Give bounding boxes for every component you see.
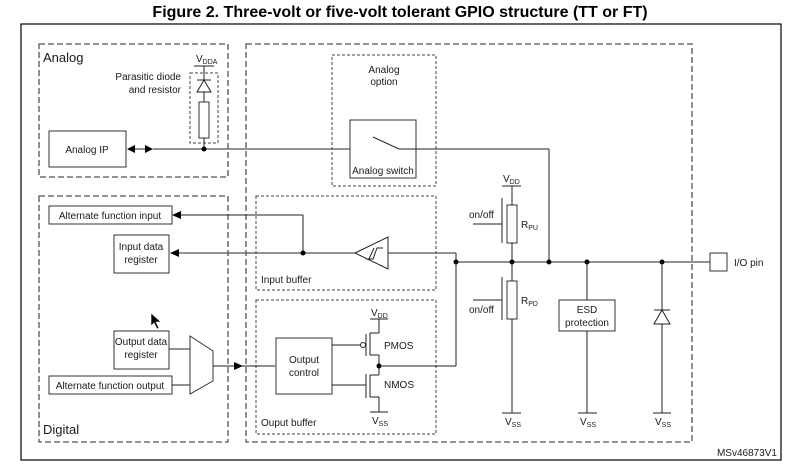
esd-protection-block — [558, 299, 616, 332]
clamp-diode-icon — [653, 308, 671, 325]
input-data-register-block — [113, 234, 170, 274]
output-buffer-region — [255, 299, 437, 435]
vss-label-diode: VSS — [655, 417, 671, 429]
pmos-label: PMOS — [384, 341, 414, 352]
input-buffer-label: Input buffer — [261, 275, 312, 286]
output-control-label-2: control — [289, 368, 319, 379]
vss-label-esd: VSS — [580, 417, 596, 429]
alt-func-output-label: Alternate function output — [56, 381, 165, 392]
analog-option-region — [331, 54, 437, 187]
rpu-label: RPU — [521, 220, 538, 232]
analog-ip-block — [48, 130, 127, 168]
analog-option-label-1: Analog — [368, 65, 399, 76]
alt-func-input-label: Alternate function input — [59, 211, 162, 222]
output-data-register-block — [113, 330, 170, 370]
parasitic-label-1: Parasitic diode — [115, 72, 181, 83]
parasitic-label-2: and resistor — [129, 85, 182, 96]
analog-switch-label: Analog switch — [352, 166, 414, 177]
digital-region-label: Digital — [43, 422, 79, 437]
arrow-left-icon — [127, 145, 135, 153]
on-off-label-pullup: on/off — [469, 210, 494, 221]
digital-region — [38, 195, 229, 443]
esd-label-1: ESD — [577, 305, 598, 316]
analog-option-label-2: option — [370, 77, 397, 88]
pullup-resistor-icon — [506, 204, 518, 244]
vdda-label: VDDA — [196, 54, 218, 66]
rpd-label: RPD — [521, 296, 538, 308]
reference-id: MSv46873V1 — [717, 448, 777, 459]
figure-frame — [20, 23, 782, 461]
analog-region-label: Analog — [43, 50, 83, 65]
multiplexer-icon — [189, 335, 214, 395]
vdd-label-pullup: VDD — [503, 174, 520, 186]
input-buffer-region — [255, 195, 437, 291]
switch-icon — [372, 136, 400, 150]
arrow-right-icon — [234, 362, 243, 370]
parasitic-diode-icon — [196, 79, 212, 93]
vss-label-output: VSS — [372, 416, 388, 428]
output-control-label-1: Output — [289, 355, 319, 366]
arrow-left-icon — [172, 211, 181, 219]
vss-label-pulldown: VSS — [505, 417, 521, 429]
arrow-right-icon — [145, 145, 153, 153]
output-data-register-label-2: register — [124, 350, 158, 361]
nmos-label: NMOS — [384, 380, 414, 391]
parasitic-resistor-icon — [198, 101, 210, 139]
analog-ip-label: Analog IP — [65, 145, 109, 156]
input-data-register-label-1: Input data — [119, 242, 164, 253]
mouse-cursor-icon — [150, 312, 162, 330]
output-control-block — [275, 337, 333, 395]
analog-region — [38, 43, 229, 178]
arrow-left-icon — [170, 249, 179, 257]
io-region — [245, 43, 693, 443]
io-pin-pad — [709, 252, 728, 272]
vdd-label-output: VDD — [371, 308, 388, 320]
input-data-register-label-2: register — [124, 255, 158, 266]
pulldown-resistor-icon — [506, 280, 518, 320]
on-off-label-pulldown: on/off — [469, 305, 494, 316]
output-data-register-label-1: Output data — [115, 337, 168, 348]
esd-label-2: protection — [565, 318, 609, 329]
io-pin-label: I/O pin — [734, 258, 763, 269]
figure-title: Figure 2. Three-volt or five-volt tolera… — [152, 4, 648, 21]
output-buffer-label: Ouput buffer — [261, 418, 317, 429]
